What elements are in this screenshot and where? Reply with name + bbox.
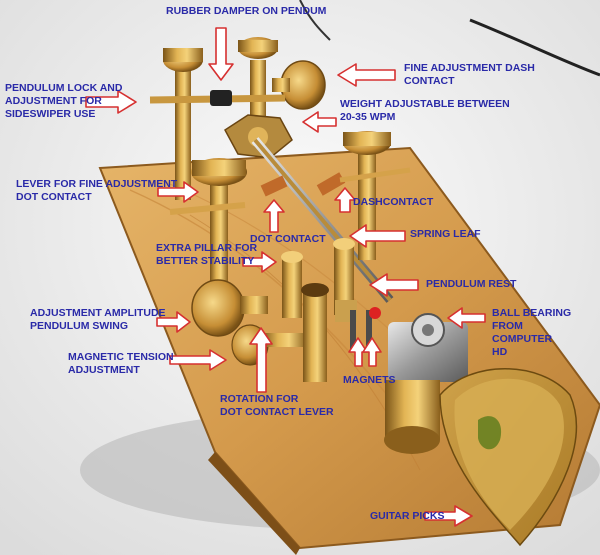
- label-rubber-damper: RUBBER DAMPER ON PENDUM: [166, 5, 327, 17]
- label-weight: WEIGHT ADJUSTABLE BETWEEN 20-35 WPM: [340, 98, 510, 123]
- label-amplitude: ADJUSTMENT AMPLITUDE PENDULUM SWING: [30, 307, 166, 332]
- label-magnetic-tension: MAGNETIC TENSION ADJUSTMENT: [68, 351, 174, 376]
- label-rotation-dot: ROTATION FOR DOT CONTACT LEVER: [220, 393, 334, 418]
- label-dash-contact: DASHCONTACT: [353, 196, 434, 208]
- label-pendulum-rest: PENDULUM REST: [426, 278, 517, 290]
- label-pendulum-lock: PENDULUM LOCK AND ADJUSTMENT FOR SIDESWI…: [5, 82, 123, 120]
- label-spring-leaf: SPRING LEAF: [410, 228, 481, 240]
- label-ball-bearing: BALL BEARING FROM COMPUTER HD: [492, 307, 572, 358]
- label-fine-adjustment-dash: FINE ADJUSTMENT DASH CONTACT: [404, 62, 535, 87]
- label-extra-pillar: EXTRA PILLAR FOR BETTER STABILITY: [156, 242, 258, 267]
- label-lever-fine-dot: LEVER FOR FINE ADJUSTMENT DOT CONTACT: [16, 178, 178, 203]
- label-magnets: MAGNETS: [343, 374, 396, 386]
- label-dot-contact: DOT CONTACT: [250, 233, 326, 245]
- label-guitar-picks: GUITAR PICKS: [370, 510, 445, 522]
